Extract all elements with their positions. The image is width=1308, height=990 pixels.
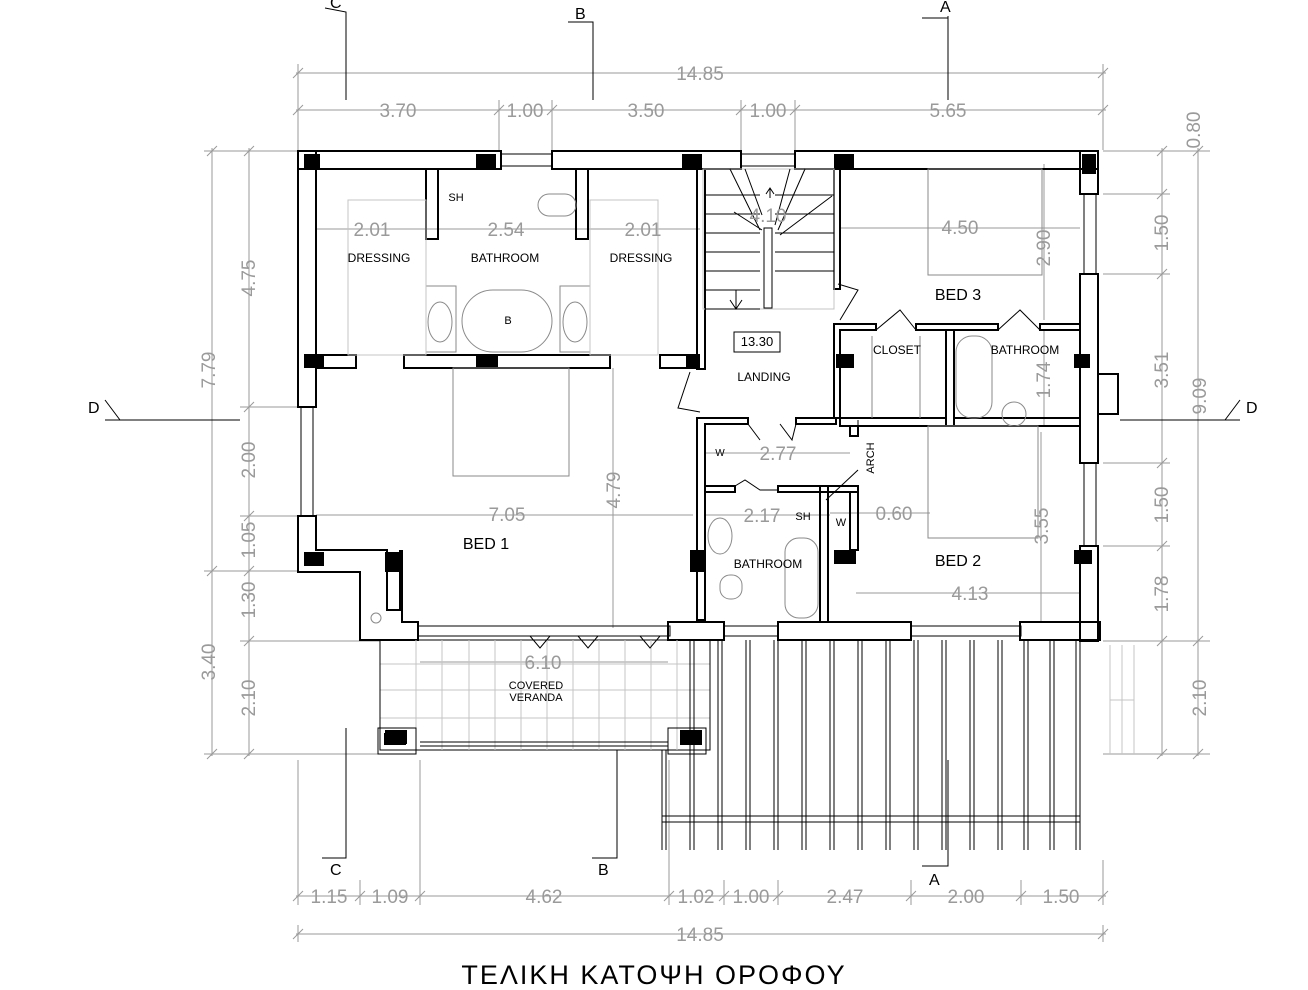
dim-top-1: 1.00 [507,101,544,122]
dim-wc-gap: 0.60 [876,504,913,525]
dim-left-inner-1: 2.00 [239,442,260,479]
dim-left-inner-0: 4.75 [239,260,260,297]
dim-bed2-depth: 3.55 [1032,508,1053,545]
room-arch: ARCH [865,442,877,473]
dim-bottom-0: 1.15 [311,887,348,908]
dim-left-inner-3: 1.30 [239,582,260,619]
fixture-shower-main: SH [448,192,463,204]
pergola [661,640,1135,850]
dim-bed3-width: 4.50 [942,218,979,239]
room-veranda-line1: COVERED [509,680,563,692]
dim-bottom-3: 1.02 [678,887,715,908]
dim-bed1-depth: 4.79 [604,472,625,509]
dim-left-outer-0: 7.79 [199,352,220,389]
dimension-labels: 14.85 3.70 1.00 3.50 1.00 5.65 1.15 1.09… [199,64,1211,946]
fixture-shower-small: SH [795,511,810,523]
section-label-c-bottom: C [330,862,342,879]
dim-right-inner-5: 2.10 [1190,680,1211,717]
dim-bottom-7: 1.50 [1043,887,1080,908]
dim-right-inner-1: 1.50 [1152,215,1173,252]
room-veranda-line2: VERANDA [509,692,563,704]
room-bed3: BED 3 [935,287,981,304]
dim-right-outer: 9.09 [1190,378,1211,415]
dim-right-inner-3: 1.50 [1152,487,1173,524]
dim-right-inner-4: 1.78 [1152,576,1173,613]
section-labels: C B A C B A D D [88,0,1258,889]
dim-veranda-width: 6.10 [525,653,562,674]
room-bed1: BED 1 [463,536,509,553]
room-dressing-left: DRESSING [348,251,411,265]
room-labels: DRESSING BATHROOM DRESSING SH B BED 3 CL… [348,192,1060,704]
room-bathroom-small: BATHROOM [734,557,802,571]
section-lines [104,7,1241,867]
landing-area: 13.30 [741,334,774,349]
dim-top-2: 3.50 [628,101,665,122]
section-label-c-top: C [330,0,342,12]
dim-right-inner-0: 0.80 [1184,112,1205,149]
room-bed2: BED 2 [935,553,981,570]
exterior-walls [297,150,1119,642]
dim-bath2-depth: 1.74 [1034,361,1055,398]
section-label-b-bottom: B [598,862,609,879]
dim-top-0: 3.70 [380,101,417,122]
room-dressing-right: DRESSING [610,251,673,265]
dim-bottom-4: 1.00 [733,887,770,908]
dimension-lines [204,64,1210,942]
dim-top-4: 5.65 [930,101,967,122]
dim-bottom-6: 2.00 [948,887,985,908]
dim-wc-width: 2.77 [760,444,797,465]
fixture-washer-b: W [836,517,847,529]
section-label-a-top: A [940,0,951,16]
doors [677,283,1041,501]
page-title: ΤΕΛΙΚΗ ΚΑΤΟΨΗ ΟΡΟΦΟΥ [461,960,847,990]
dim-dressing-right: 2.01 [625,220,662,241]
dim-bottom-5: 2.47 [827,887,864,908]
dim-top-3: 1.00 [750,101,787,122]
dim-dressing-left: 2.01 [354,220,391,241]
section-label-b-top: B [575,6,586,23]
room-closet: CLOSET [873,343,922,357]
dim-bed2-width: 4.13 [952,584,989,605]
stairs [702,168,835,310]
dim-bottom-2: 4.62 [526,887,563,908]
columns [304,154,1096,744]
interior-walls [315,168,1081,623]
dim-left-outer-1: 3.40 [199,644,220,681]
section-label-d-right: D [1246,400,1258,417]
dim-overall-bottom: 14.85 [676,925,724,946]
dim-bathroom-main: 2.54 [488,220,525,241]
furniture [347,168,1043,624]
dim-right-inner-2: 3.51 [1152,352,1173,389]
dim-bath3-width: 2.17 [744,506,781,527]
room-landing: LANDING [737,370,790,384]
section-label-d-left: D [88,400,100,417]
dim-bed1-width: 7.05 [489,505,526,526]
dim-stair: 4.10 [750,206,787,227]
fixture-washer-a: W [715,448,725,459]
veranda [377,635,711,755]
landing-area-box [733,331,781,353]
room-bathroom-bed3: BATHROOM [991,343,1059,357]
dim-left-inner-2: 1.05 [239,522,260,559]
dim-left-inner-4: 2.10 [239,680,260,717]
dim-overall-top: 14.85 [676,64,724,85]
dim-bed3-depth: 2.90 [1034,230,1055,267]
dim-bottom-1: 1.09 [372,887,409,908]
section-label-a-bottom: A [929,872,940,889]
room-bathroom-main: BATHROOM [471,251,539,265]
fixture-bath-main: B [504,315,511,327]
